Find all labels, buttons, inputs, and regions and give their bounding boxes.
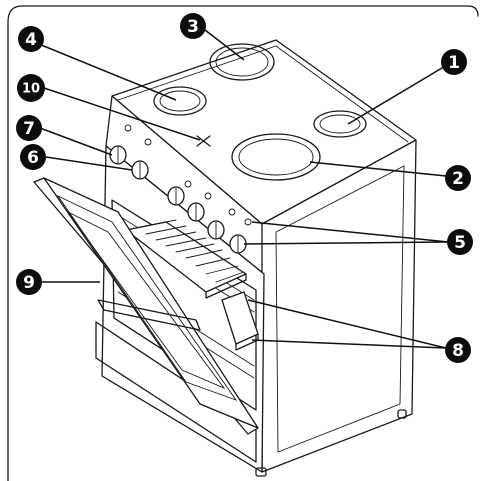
callout-badge-5: 5	[447, 229, 473, 255]
callout-badge-9: 9	[16, 269, 42, 295]
callout-label-5: 5	[454, 233, 466, 253]
hob-knob-3[interactable]	[208, 221, 224, 239]
oven-temperature-knob[interactable]	[132, 161, 148, 179]
callout-badge-10: 10	[17, 74, 45, 102]
hob-knob-2[interactable]	[188, 203, 204, 221]
callout-label-3: 3	[187, 17, 199, 37]
callout-label-6: 6	[27, 148, 39, 168]
callout-label-8: 8	[452, 341, 464, 361]
callout-badge-3: 3	[180, 13, 206, 39]
callout-badge-7: 7	[16, 115, 42, 141]
callout-badge-8: 8	[445, 337, 471, 363]
callout-label-1: 1	[448, 53, 460, 73]
callout-label-7: 7	[23, 119, 35, 139]
callout-badge-4: 4	[18, 26, 44, 52]
leader-3	[205, 30, 244, 60]
callout-badge-1: 1	[441, 49, 467, 75]
hob-knob-4[interactable]	[230, 235, 246, 253]
callout-label-4: 4	[25, 30, 37, 50]
callout-label-2: 2	[452, 169, 464, 189]
oven-function-knob[interactable]	[110, 146, 126, 164]
callout-badge-6: 6	[20, 144, 46, 170]
callout-label-9: 9	[23, 273, 35, 293]
leader-1	[348, 62, 452, 124]
hob-knob-1[interactable]	[168, 187, 184, 205]
callout-badge-2: 2	[445, 165, 471, 191]
callout-label-10: 10	[22, 82, 40, 97]
leader-7	[40, 128, 112, 155]
